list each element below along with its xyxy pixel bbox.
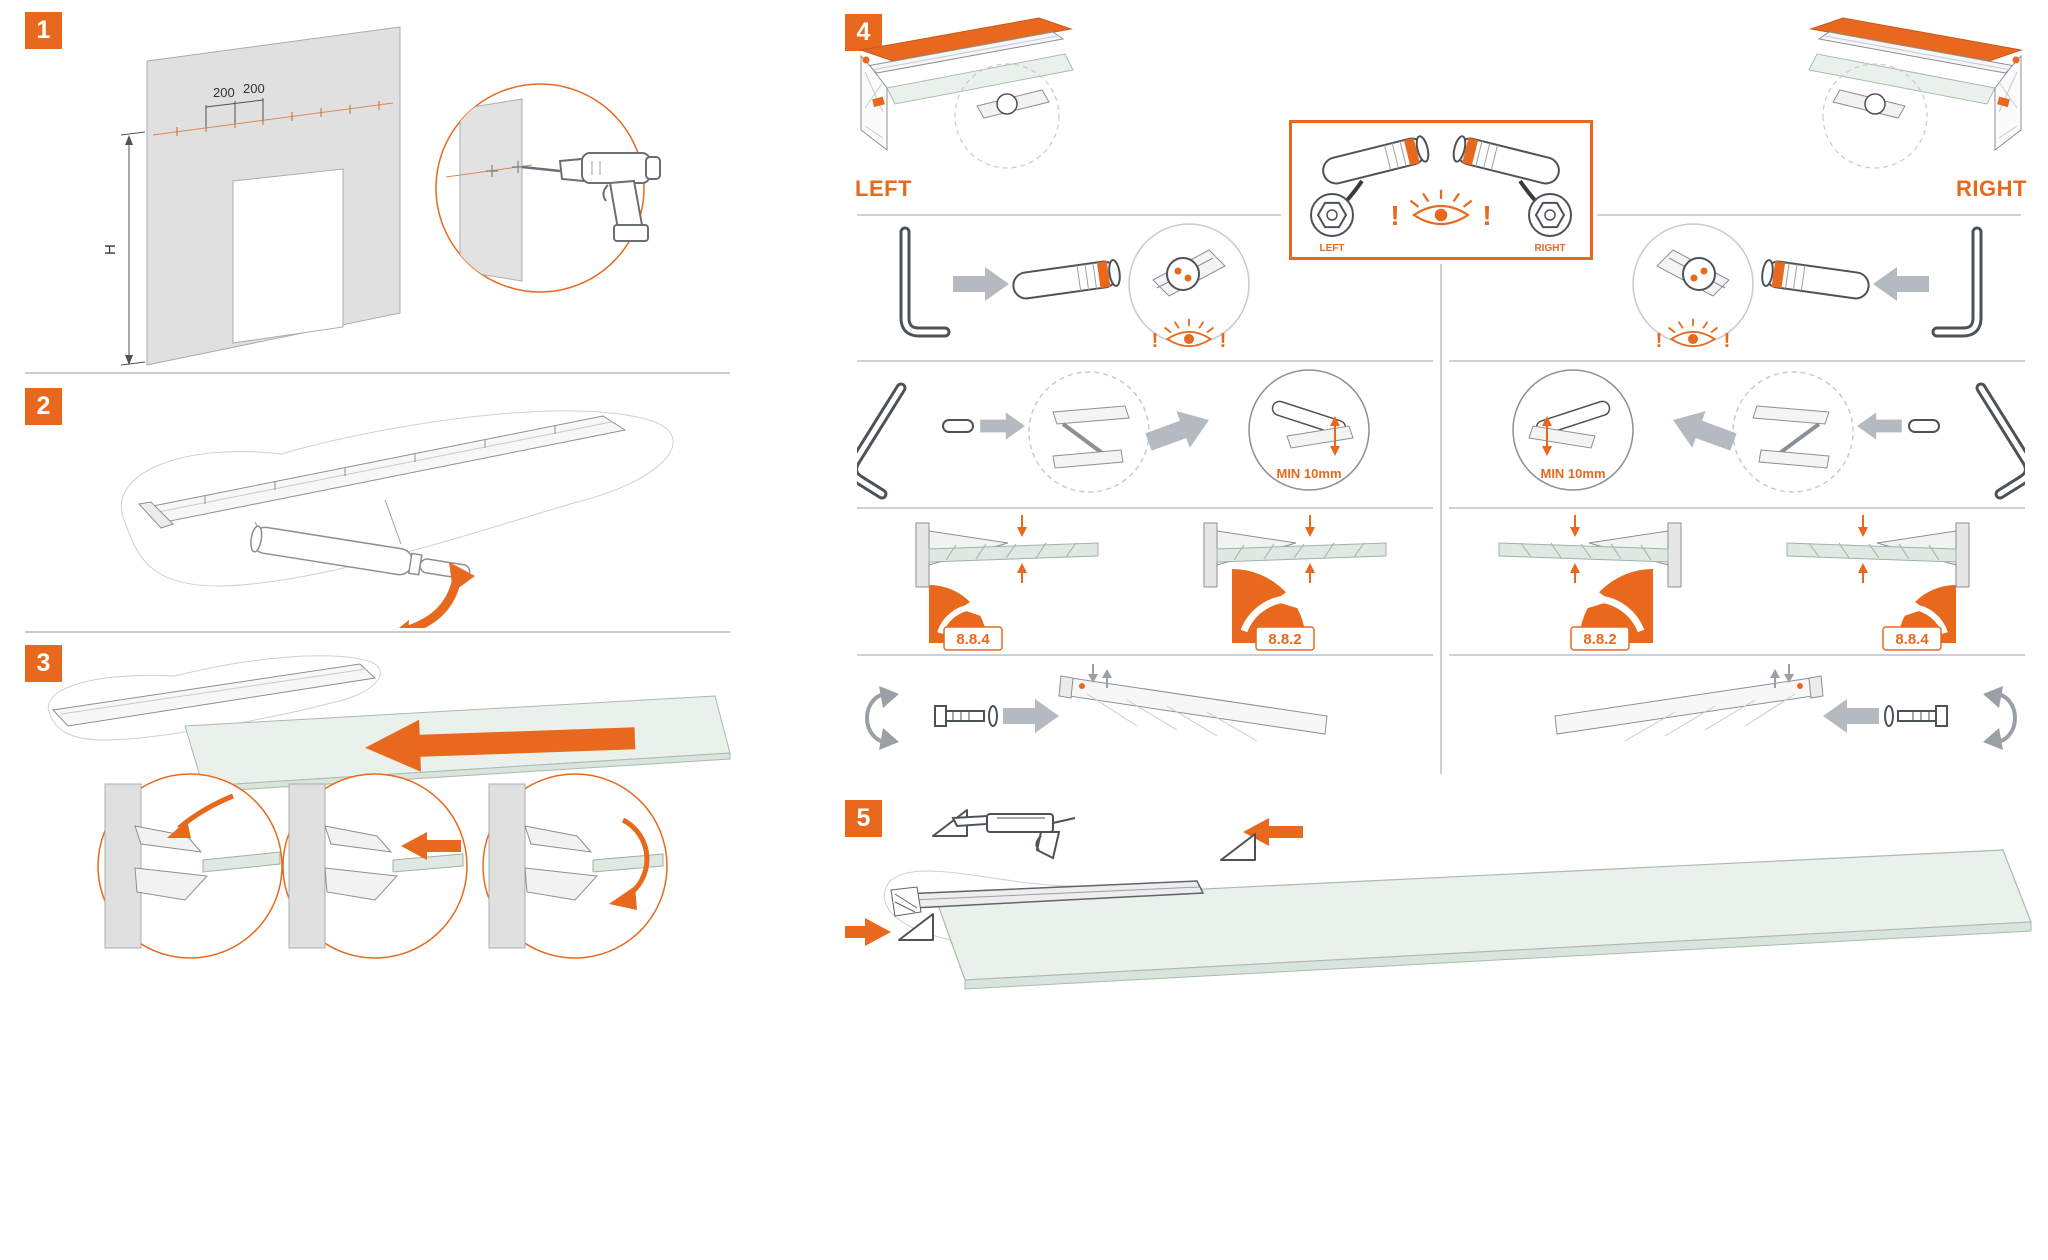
wall bbox=[146, 26, 401, 366]
warn: ! bbox=[1724, 330, 1731, 352]
min-gap-right: MIN 10mm bbox=[1450, 364, 2025, 504]
row-divider bbox=[1597, 214, 2021, 216]
glass-panel bbox=[936, 849, 2032, 990]
row-divider bbox=[857, 214, 1281, 216]
rotate-panel-3: 8.8.2 bbox=[1452, 511, 1737, 652]
wedge-icon bbox=[898, 913, 934, 941]
bolt-fix-right bbox=[1450, 656, 2025, 772]
rotate-panel-2: 8.8.2 bbox=[1148, 511, 1433, 652]
step-3-badge: 3 bbox=[25, 645, 62, 682]
caulking-gun-icon bbox=[951, 813, 1076, 860]
glass-seat-details bbox=[97, 773, 668, 959]
min-gap-label: MIN 10mm bbox=[1540, 466, 1605, 481]
warn: ! bbox=[1152, 330, 1159, 352]
ref-label: 8.8.2 bbox=[1583, 631, 1616, 648]
dimension-h: H bbox=[102, 131, 146, 366]
marking-line bbox=[152, 101, 394, 136]
drill-icon bbox=[521, 152, 661, 242]
dim-200-left: 200 bbox=[213, 85, 235, 100]
row-divider bbox=[1449, 360, 2025, 362]
assembly-left-figure bbox=[860, 17, 1074, 169]
rotate-panel-1: 8.8.4 bbox=[860, 511, 1145, 652]
step-2-badge: 2 bbox=[25, 388, 62, 425]
glass-slide-figure bbox=[47, 655, 731, 793]
detail-circle-3 bbox=[482, 773, 668, 959]
detail-circle-1 bbox=[97, 773, 283, 959]
adjuster-legend-box: ! ! LEFT RIGHT bbox=[1289, 120, 1593, 260]
step-5-badge: 5 bbox=[845, 800, 882, 837]
center-divider bbox=[1440, 264, 1442, 774]
insert-arrow-icon bbox=[365, 719, 636, 772]
section-divider-2 bbox=[25, 631, 730, 633]
glass-seal-figure bbox=[845, 809, 2032, 990]
left-adjuster bbox=[1319, 134, 1432, 188]
row-divider bbox=[1449, 507, 2025, 509]
edge-profile bbox=[890, 880, 1205, 917]
ref-label: 8.8.4 bbox=[1895, 631, 1929, 648]
wall-detail bbox=[445, 98, 533, 282]
step-1-badge: 1 bbox=[25, 12, 62, 49]
door-opening bbox=[232, 168, 344, 344]
left-side-label: LEFT bbox=[855, 176, 912, 201]
detail-circle-2 bbox=[282, 773, 468, 959]
dim-200-right: 200 bbox=[243, 81, 265, 96]
step-4-badge: 4 bbox=[845, 14, 882, 51]
profile-outline bbox=[47, 655, 381, 741]
row-divider bbox=[857, 654, 1433, 656]
step-1-section: 1 200 200 H bbox=[20, 8, 730, 370]
insert-adjuster-right: ! ! bbox=[1450, 218, 2025, 352]
nut-left-label: LEFT bbox=[1320, 243, 1345, 254]
dimension-200: 200 200 bbox=[205, 81, 265, 127]
wall-profile bbox=[138, 415, 627, 529]
ref-label: 8.8.4 bbox=[956, 631, 990, 648]
min-gap-left: MIN 10mm bbox=[857, 364, 1432, 504]
push-arrow-icon bbox=[845, 918, 891, 946]
profile-roller-figure bbox=[120, 410, 674, 628]
drill-detail-figure bbox=[435, 83, 661, 293]
parts-outline bbox=[120, 410, 674, 587]
bolt-fix-left bbox=[857, 656, 1432, 772]
wall-marking-figure: 200 200 H bbox=[102, 26, 401, 366]
wedge-icon bbox=[1220, 833, 1256, 861]
section-divider-1 bbox=[25, 372, 730, 374]
warn-right: ! bbox=[1482, 200, 1491, 231]
assembly-right-figure bbox=[1808, 17, 2022, 169]
row-divider bbox=[857, 360, 1433, 362]
warn: ! bbox=[1656, 330, 1663, 352]
swing-arrow-icon bbox=[398, 562, 475, 628]
step-3-section: 3 bbox=[20, 640, 731, 1252]
insert-adjuster-left: ! ! bbox=[857, 218, 1432, 352]
rotate-panel-4: 8.8.4 bbox=[1740, 511, 2025, 652]
row-divider bbox=[1449, 654, 2025, 656]
step-4-section: 4 LEFT RIGHT ! ! LEFT RIGHT bbox=[845, 8, 2037, 774]
min-gap-label: MIN 10mm bbox=[1276, 466, 1341, 481]
right-adjuster bbox=[1450, 134, 1563, 188]
warn-left: ! bbox=[1390, 200, 1399, 231]
step-2-section: 2 bbox=[20, 380, 730, 630]
height-label: H bbox=[102, 244, 119, 255]
nut-right-label: RIGHT bbox=[1534, 243, 1565, 254]
right-side-label: RIGHT bbox=[1956, 176, 2027, 201]
wall-profile bbox=[51, 663, 377, 727]
step-5-section: 5 bbox=[845, 790, 2037, 1258]
row-divider bbox=[857, 507, 1433, 509]
ref-label: 8.8.2 bbox=[1268, 631, 1301, 648]
warn: ! bbox=[1220, 330, 1227, 352]
adjuster-legend-figure: ! ! LEFT RIGHT bbox=[1310, 134, 1572, 254]
